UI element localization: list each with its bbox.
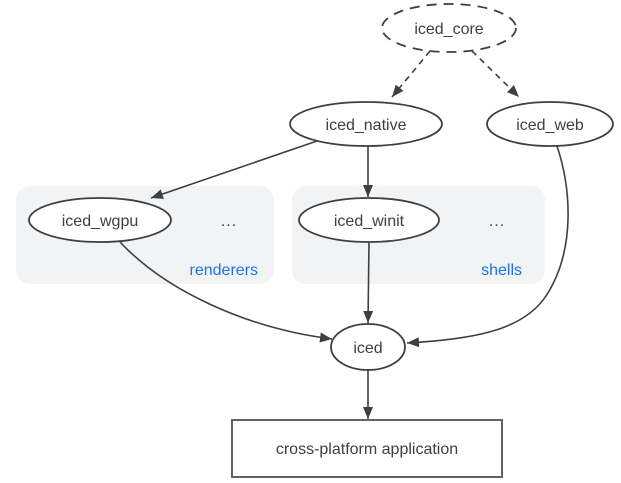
node-iced-core bbox=[381, 3, 517, 53]
edge-iced-core-to-iced-web bbox=[471, 50, 520, 98]
edge-iced-core-to-iced-native bbox=[391, 50, 431, 98]
edge-iced-wgpu-to-iced bbox=[119, 241, 333, 343]
nodes bbox=[28, 3, 614, 478]
edge-iced-native-to-iced-wgpu bbox=[150, 140, 318, 199]
node-iced-winit bbox=[298, 197, 440, 243]
shells-group-label: shells bbox=[481, 262, 522, 279]
node-label-iced-winit: iced_winit bbox=[334, 213, 405, 230]
edges bbox=[119, 50, 569, 419]
node-iced-wgpu bbox=[28, 197, 172, 243]
node-label-iced-core: iced_core bbox=[414, 21, 483, 38]
edge-iced-winit-to-iced bbox=[363, 241, 374, 324]
labels: iced_core iced_native iced_web iced_wgpu… bbox=[62, 21, 584, 458]
renderers-ellipsis-label: ... bbox=[221, 213, 237, 230]
node-label-iced-wgpu: iced_wgpu bbox=[62, 213, 139, 230]
node-label-iced-web: iced_web bbox=[516, 117, 584, 134]
node-cross-platform-application bbox=[231, 419, 503, 478]
node-label-iced: iced bbox=[353, 340, 382, 357]
renderers-group-label: renderers bbox=[190, 262, 258, 279]
node-iced bbox=[330, 323, 406, 371]
node-iced-web bbox=[486, 101, 614, 147]
edge-iced-web-to-iced bbox=[406, 145, 569, 348]
node-label-iced-native: iced_native bbox=[326, 117, 407, 134]
shells-ellipsis-label: ... bbox=[489, 213, 505, 230]
node-label-cross-platform-application: cross-platform application bbox=[276, 441, 458, 458]
node-iced-native bbox=[289, 101, 443, 147]
